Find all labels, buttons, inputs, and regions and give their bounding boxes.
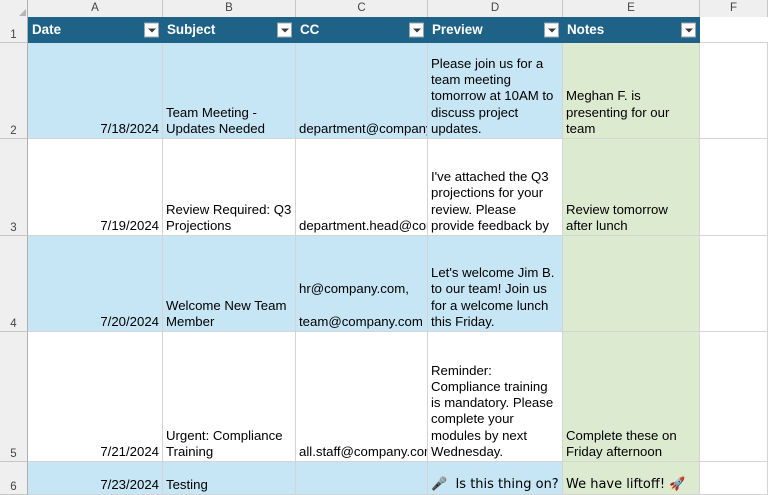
cell-cc[interactable] bbox=[296, 462, 428, 495]
header-label-subject: Subject bbox=[167, 22, 216, 37]
cell-preview-microphone-icon[interactable]: 🎤 Is this thing on? bbox=[428, 462, 563, 495]
table-header-row: 1 Date Subject CC Preview Notes bbox=[0, 17, 768, 43]
cell-date[interactable]: 7/20/2024 bbox=[28, 236, 163, 332]
header-label-preview: Preview bbox=[432, 22, 483, 37]
cell-cc[interactable]: all.staff@company.com bbox=[296, 332, 428, 462]
header-label-cc: CC bbox=[300, 22, 320, 37]
column-header-date[interactable]: Date bbox=[28, 17, 163, 43]
cell-empty-f[interactable] bbox=[700, 236, 768, 332]
cell-preview[interactable]: Let's welcome Jim B. to our team! Join u… bbox=[428, 236, 563, 332]
header-label-notes: Notes bbox=[567, 22, 605, 37]
cell-subject[interactable]: Testing bbox=[163, 462, 296, 495]
row-header-3[interactable]: 3 bbox=[0, 139, 28, 236]
cell-empty-f[interactable] bbox=[700, 43, 768, 139]
table-row: 2 7/18/2024 Team Meeting - Updates Neede… bbox=[0, 43, 768, 139]
cell-notes[interactable] bbox=[563, 236, 700, 332]
cell-date[interactable]: 7/21/2024 bbox=[28, 332, 163, 462]
table-row: 4 7/20/2024 Welcome New Team Member hr@c… bbox=[0, 236, 768, 332]
filter-dropdown-icon-cc[interactable] bbox=[409, 22, 424, 38]
column-header-e[interactable]: E bbox=[563, 0, 700, 17]
row-header-1[interactable]: 1 bbox=[0, 17, 28, 43]
cell-cc[interactable]: department@company.com bbox=[296, 43, 428, 139]
cell-preview[interactable]: Reminder: Compliance training is mandato… bbox=[428, 332, 563, 462]
cell-subject[interactable]: Welcome New Team Member bbox=[163, 236, 296, 332]
row-header-6[interactable]: 6 bbox=[0, 462, 28, 495]
cell-subject[interactable]: Review Required: Q3 Projections bbox=[163, 139, 296, 236]
filter-dropdown-icon-preview[interactable] bbox=[544, 22, 559, 38]
header-empty-tail[interactable] bbox=[700, 17, 768, 43]
header-label-date: Date bbox=[32, 22, 62, 37]
cell-notes[interactable]: Review tomorrow after lunch bbox=[563, 139, 700, 236]
row-header-5[interactable]: 5 bbox=[0, 332, 28, 462]
cell-empty-f[interactable] bbox=[700, 462, 768, 495]
cell-notes[interactable]: Meghan F. is presenting for our team bbox=[563, 43, 700, 139]
cell-subject[interactable]: Urgent: Compliance Training bbox=[163, 332, 296, 462]
cell-date[interactable]: 7/18/2024 bbox=[28, 43, 163, 139]
column-header-preview[interactable]: Preview bbox=[428, 17, 563, 43]
row-header-2[interactable]: 2 bbox=[0, 43, 28, 139]
column-header-f[interactable]: F bbox=[700, 0, 768, 17]
cell-empty-f[interactable] bbox=[700, 139, 768, 236]
column-header-strip: A B C D E F bbox=[0, 0, 768, 17]
cell-date[interactable]: 7/19/2024 bbox=[28, 139, 163, 236]
table-row: 5 7/21/2024 Urgent: Compliance Training … bbox=[0, 332, 768, 462]
cell-notes[interactable]: Complete these on Friday afternoon bbox=[563, 332, 700, 462]
column-header-notes[interactable]: Notes bbox=[563, 17, 700, 43]
column-header-c[interactable]: C bbox=[296, 0, 428, 17]
cell-preview[interactable]: Please join us for a team meeting tomorr… bbox=[428, 43, 563, 139]
cell-cc[interactable]: department.head@company.com bbox=[296, 139, 428, 236]
filter-dropdown-icon-subject[interactable] bbox=[277, 22, 292, 38]
filter-dropdown-icon-notes[interactable] bbox=[681, 22, 696, 38]
select-all-corner[interactable] bbox=[0, 0, 28, 17]
cell-cc[interactable]: hr@company.com, team@company.com bbox=[296, 236, 428, 332]
cell-empty-f[interactable] bbox=[700, 332, 768, 462]
column-header-b[interactable]: B bbox=[163, 0, 296, 17]
filter-dropdown-icon-date[interactable] bbox=[144, 22, 159, 38]
row-header-4[interactable]: 4 bbox=[0, 236, 28, 332]
column-header-subject[interactable]: Subject bbox=[163, 17, 296, 43]
table-row: 6 7/23/2024 Testing 🎤 Is this thing on? … bbox=[0, 462, 768, 495]
column-header-d[interactable]: D bbox=[428, 0, 563, 17]
column-header-a[interactable]: A bbox=[28, 0, 163, 17]
cell-notes-rocket-icon[interactable]: We have liftoff! 🚀 bbox=[563, 462, 700, 495]
table-row: 3 7/19/2024 Review Required: Q3 Projecti… bbox=[0, 139, 768, 236]
cell-subject[interactable]: Team Meeting - Updates Needed bbox=[163, 43, 296, 139]
cell-preview[interactable]: I've attached the Q3 projections for you… bbox=[428, 139, 563, 236]
cell-date[interactable]: 7/23/2024 bbox=[28, 462, 163, 495]
column-header-cc[interactable]: CC bbox=[296, 17, 428, 43]
